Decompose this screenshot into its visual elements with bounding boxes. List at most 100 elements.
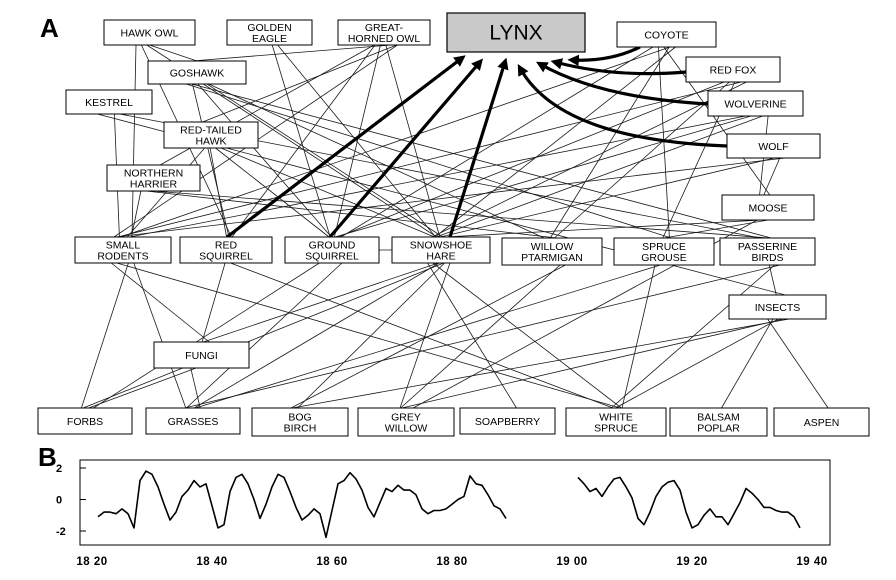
trophic-link-fungi-grasses [190, 367, 201, 409]
node-hawk-owl-box [103, 19, 196, 46]
trophic-link-wolf-small_rodents [115, 157, 786, 238]
node-great-horned-owl-box [337, 19, 431, 46]
node-goshawk-box [147, 60, 247, 85]
node-white-spruce-box [565, 407, 667, 437]
lynx-abundance-series [97, 470, 801, 539]
trophic-link-coyote-small_rodents [120, 46, 671, 238]
node-hawk-owl-label: HAWK OWL [121, 28, 179, 40]
trophic-link-moose-snowshoe_hare [444, 219, 763, 238]
node-passerine-birds-box [719, 237, 816, 266]
trophic-link-small_rodents-grasses [133, 262, 187, 409]
trophic-link-great_horned_owl-red_squirrel [231, 44, 376, 238]
node-aspen-box [773, 407, 870, 437]
node-grasses-box [145, 407, 241, 435]
node-goshawk: GOSHAWK [147, 60, 247, 85]
node-kestrel-label: KESTREL [85, 97, 133, 109]
x-tick-label: 18 20 [76, 556, 107, 568]
node-red-squirrel-box [179, 236, 273, 264]
node-fungi-label: FUNGI [185, 350, 218, 362]
x-tick-label: 19 00 [556, 556, 587, 568]
lynx-arrow-from-coyote [567, 45, 641, 67]
node-red-squirrel-label: SQUIRREL [199, 251, 253, 263]
trophic-link-red_tailed_hawk-small_rodents [126, 147, 206, 238]
trophic-link-coyote-spruce_grouse [658, 46, 670, 239]
trophic-link-moose-spruce_grouse [663, 219, 769, 239]
node-passerine-birds-label: BIRDS [751, 252, 783, 264]
trophic-link-goshawk-hawk_owl [149, 44, 198, 62]
node-forbs-label: FORBS [67, 416, 103, 428]
trophic-link-goshawk-willow_ptarmigan [208, 83, 545, 239]
node-white-spruce-label: WHITE [599, 412, 633, 424]
lynx-node-box [446, 12, 586, 53]
node-red-tailed-hawk-box [163, 121, 259, 149]
trophic-link-goshawk-ground_squirrel [197, 83, 332, 238]
node-aspen: ASPEN [773, 407, 870, 437]
time-series-frame [79, 459, 831, 546]
node-wolf-label: WOLF [758, 141, 788, 153]
node-insects-label: INSECTS [755, 302, 801, 314]
trophic-link-golden_eagle-snowshoe_hare [277, 44, 436, 238]
trophic-links [81, 44, 829, 409]
x-tick-label: 19 40 [796, 556, 827, 568]
node-red-fox-box [685, 56, 781, 83]
node-great-horned-owl-label: GREAT- [365, 22, 404, 34]
node-red-tailed-hawk-label: HAWK [195, 136, 226, 148]
series-segment-2 [577, 476, 801, 529]
node-balsam-poplar-label: POPLAR [697, 423, 740, 435]
node-willow-ptarmigan-box [501, 237, 603, 266]
trophic-link-great_horned_owl-goshawk [192, 44, 392, 62]
trophic-link-red_fox-small_rodents [117, 81, 742, 238]
node-coyote-box [616, 21, 717, 48]
trophic-link-insects-bog_birch [292, 318, 790, 409]
node-kestrel: KESTREL [65, 89, 153, 115]
node-snowshoe-hare-label: SNOWSHOE [410, 240, 472, 252]
trophic-link-northern_harrier-willow_ptarmigan [146, 190, 557, 239]
node-soapberry: SOAPBERRY [459, 407, 556, 435]
node-snowshoe-hare-label: HARE [426, 251, 455, 263]
node-small-rodents-box [74, 236, 172, 264]
trophic-link-goshawk-snowshoe_hare [203, 83, 438, 238]
node-small-rodents-label: RODENTS [97, 251, 148, 263]
trophic-link-red_tailed_hawk-ground_squirrel [215, 147, 330, 238]
node-white-spruce-label: SPRUCE [594, 423, 638, 435]
panel-b-letter: B [38, 442, 57, 472]
trophic-link-red_squirrel-white_spruce [230, 262, 614, 409]
trophic-link-spruce_grouse-grasses [195, 264, 661, 409]
lynx-node: LYNX [446, 12, 586, 53]
node-northern-harrier-label: NORTHERN [124, 168, 183, 180]
lynx-arrow-from-wolf [517, 63, 728, 148]
node-willow-ptarmigan-label: PTARMIGAN [521, 252, 583, 264]
trophic-link-snowshoe_hare-fungi [203, 262, 439, 343]
node-wolf: WOLF [726, 133, 821, 159]
trophic-link-snowshoe_hare-bog_birch [297, 262, 445, 409]
trophic-link-northern_harrier-small_rodents [131, 190, 142, 238]
node-coyote-label: COYOTE [644, 30, 688, 42]
node-wolverine-label: WOLVERINE [724, 99, 786, 111]
trophic-link-wolverine-ground_squirrel [334, 115, 752, 238]
node-red-tailed-hawk-label: RED-TAILED [180, 125, 242, 137]
node-northern-harrier-label: HARRIER [130, 179, 178, 191]
trophic-link-wolf-snowshoe_hare [440, 157, 775, 238]
node-snowshoe-hare-box [391, 236, 491, 264]
panel-a-letter: A [40, 13, 59, 43]
node-fungi: FUNGI [153, 341, 250, 369]
node-moose: MOOSE [721, 194, 815, 221]
trophic-link-insects-grey_willow [401, 318, 784, 409]
node-ground-squirrel-label: GROUND [309, 240, 356, 252]
node-fungi-box [153, 341, 250, 369]
lynx-arrow-from-wolverine [535, 61, 709, 106]
trophic-link-goshawk-spruce_grouse [186, 83, 672, 239]
node-golden-eagle-box [226, 19, 313, 46]
node-bog-birch-label: BIRCH [284, 423, 317, 435]
node-grey-willow-label: GREY [391, 412, 421, 424]
trophic-link-red_fox-ground_squirrel [337, 81, 725, 238]
